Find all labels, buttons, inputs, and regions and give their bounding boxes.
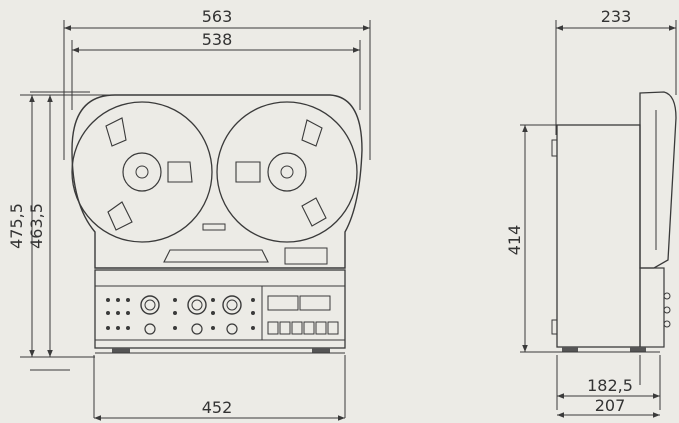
- dim-overall-height: 475,5: [7, 203, 26, 249]
- side-lid: [639, 91, 677, 269]
- dimension-lines: [20, 20, 677, 421]
- display-right: [299, 295, 331, 311]
- deck-outline: [71, 94, 363, 269]
- head-slot: [202, 223, 226, 231]
- left-reel: [71, 101, 213, 243]
- head-cover: [163, 249, 269, 263]
- dim-side-depth: 233: [601, 7, 632, 26]
- control-panel: [94, 269, 346, 349]
- dim-reel-height: 463,5: [27, 203, 46, 249]
- dim-base-width: 452: [202, 398, 233, 417]
- indicator-dots: [106, 298, 255, 330]
- dim-reel-width: 538: [202, 30, 233, 49]
- right-reel: [216, 101, 358, 243]
- front-foot-left: [112, 348, 130, 353]
- dim-side-height: 414: [505, 225, 524, 256]
- side-handle: [551, 139, 558, 157]
- dim-overall-width: 563: [202, 7, 233, 26]
- dim-side-base-depth: 182,5: [587, 376, 633, 395]
- front-view: [71, 94, 363, 354]
- display-left: [267, 295, 299, 311]
- side-body: [556, 124, 641, 348]
- dim-side-foot-depth: 207: [595, 396, 626, 415]
- jack-sockets: [144, 323, 238, 335]
- transport-buttons: [267, 321, 339, 335]
- counter-window: [284, 247, 328, 265]
- side-foot-top: [551, 319, 558, 335]
- front-foot-right: [312, 348, 330, 353]
- side-lower: [639, 267, 665, 348]
- level-knobs: [140, 295, 242, 315]
- side-view: [551, 91, 677, 353]
